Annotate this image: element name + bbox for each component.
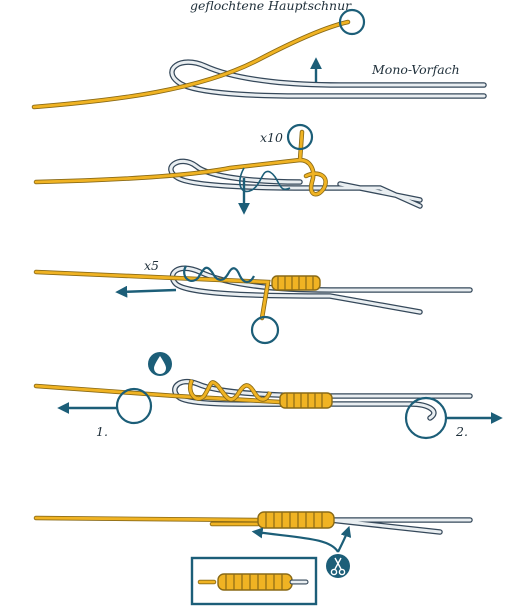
step-4 <box>33 352 503 440</box>
mono-label: Mono-Vorfach <box>372 62 460 77</box>
focus-circle <box>250 315 280 345</box>
focus-circle <box>338 8 366 36</box>
mono-leader <box>168 158 423 209</box>
scissors-icon <box>326 554 350 578</box>
coils <box>271 275 321 291</box>
water-drop-icon <box>148 352 172 376</box>
pull-circle-left <box>115 387 153 425</box>
step-1 <box>31 8 487 110</box>
mono-leader <box>329 517 473 535</box>
pull-label-left: 1. <box>96 424 108 439</box>
step-2 <box>33 123 423 215</box>
focus-circle <box>286 123 314 151</box>
turns-label-step2: x10 <box>260 130 283 145</box>
step-5 <box>33 511 473 606</box>
braided-line <box>31 19 351 110</box>
direction-arrow <box>115 285 177 298</box>
coils <box>257 511 335 529</box>
mono-leader <box>169 59 487 99</box>
braided-line <box>33 378 283 405</box>
trim-arrow-right <box>337 525 352 553</box>
braided-line <box>33 269 271 321</box>
braided-line <box>33 129 328 197</box>
wraps-over-loop <box>183 265 255 284</box>
pull-label-right: 2. <box>456 424 468 439</box>
detail-inset <box>190 556 318 606</box>
step-3 <box>33 265 473 345</box>
mono-leader <box>169 265 473 315</box>
braid-label: geflochtene Hauptschnur <box>190 0 352 13</box>
braided-line <box>33 515 261 527</box>
turns-label-step3: x5 <box>144 258 160 273</box>
trim-arrow <box>251 527 339 553</box>
coils <box>279 392 333 409</box>
